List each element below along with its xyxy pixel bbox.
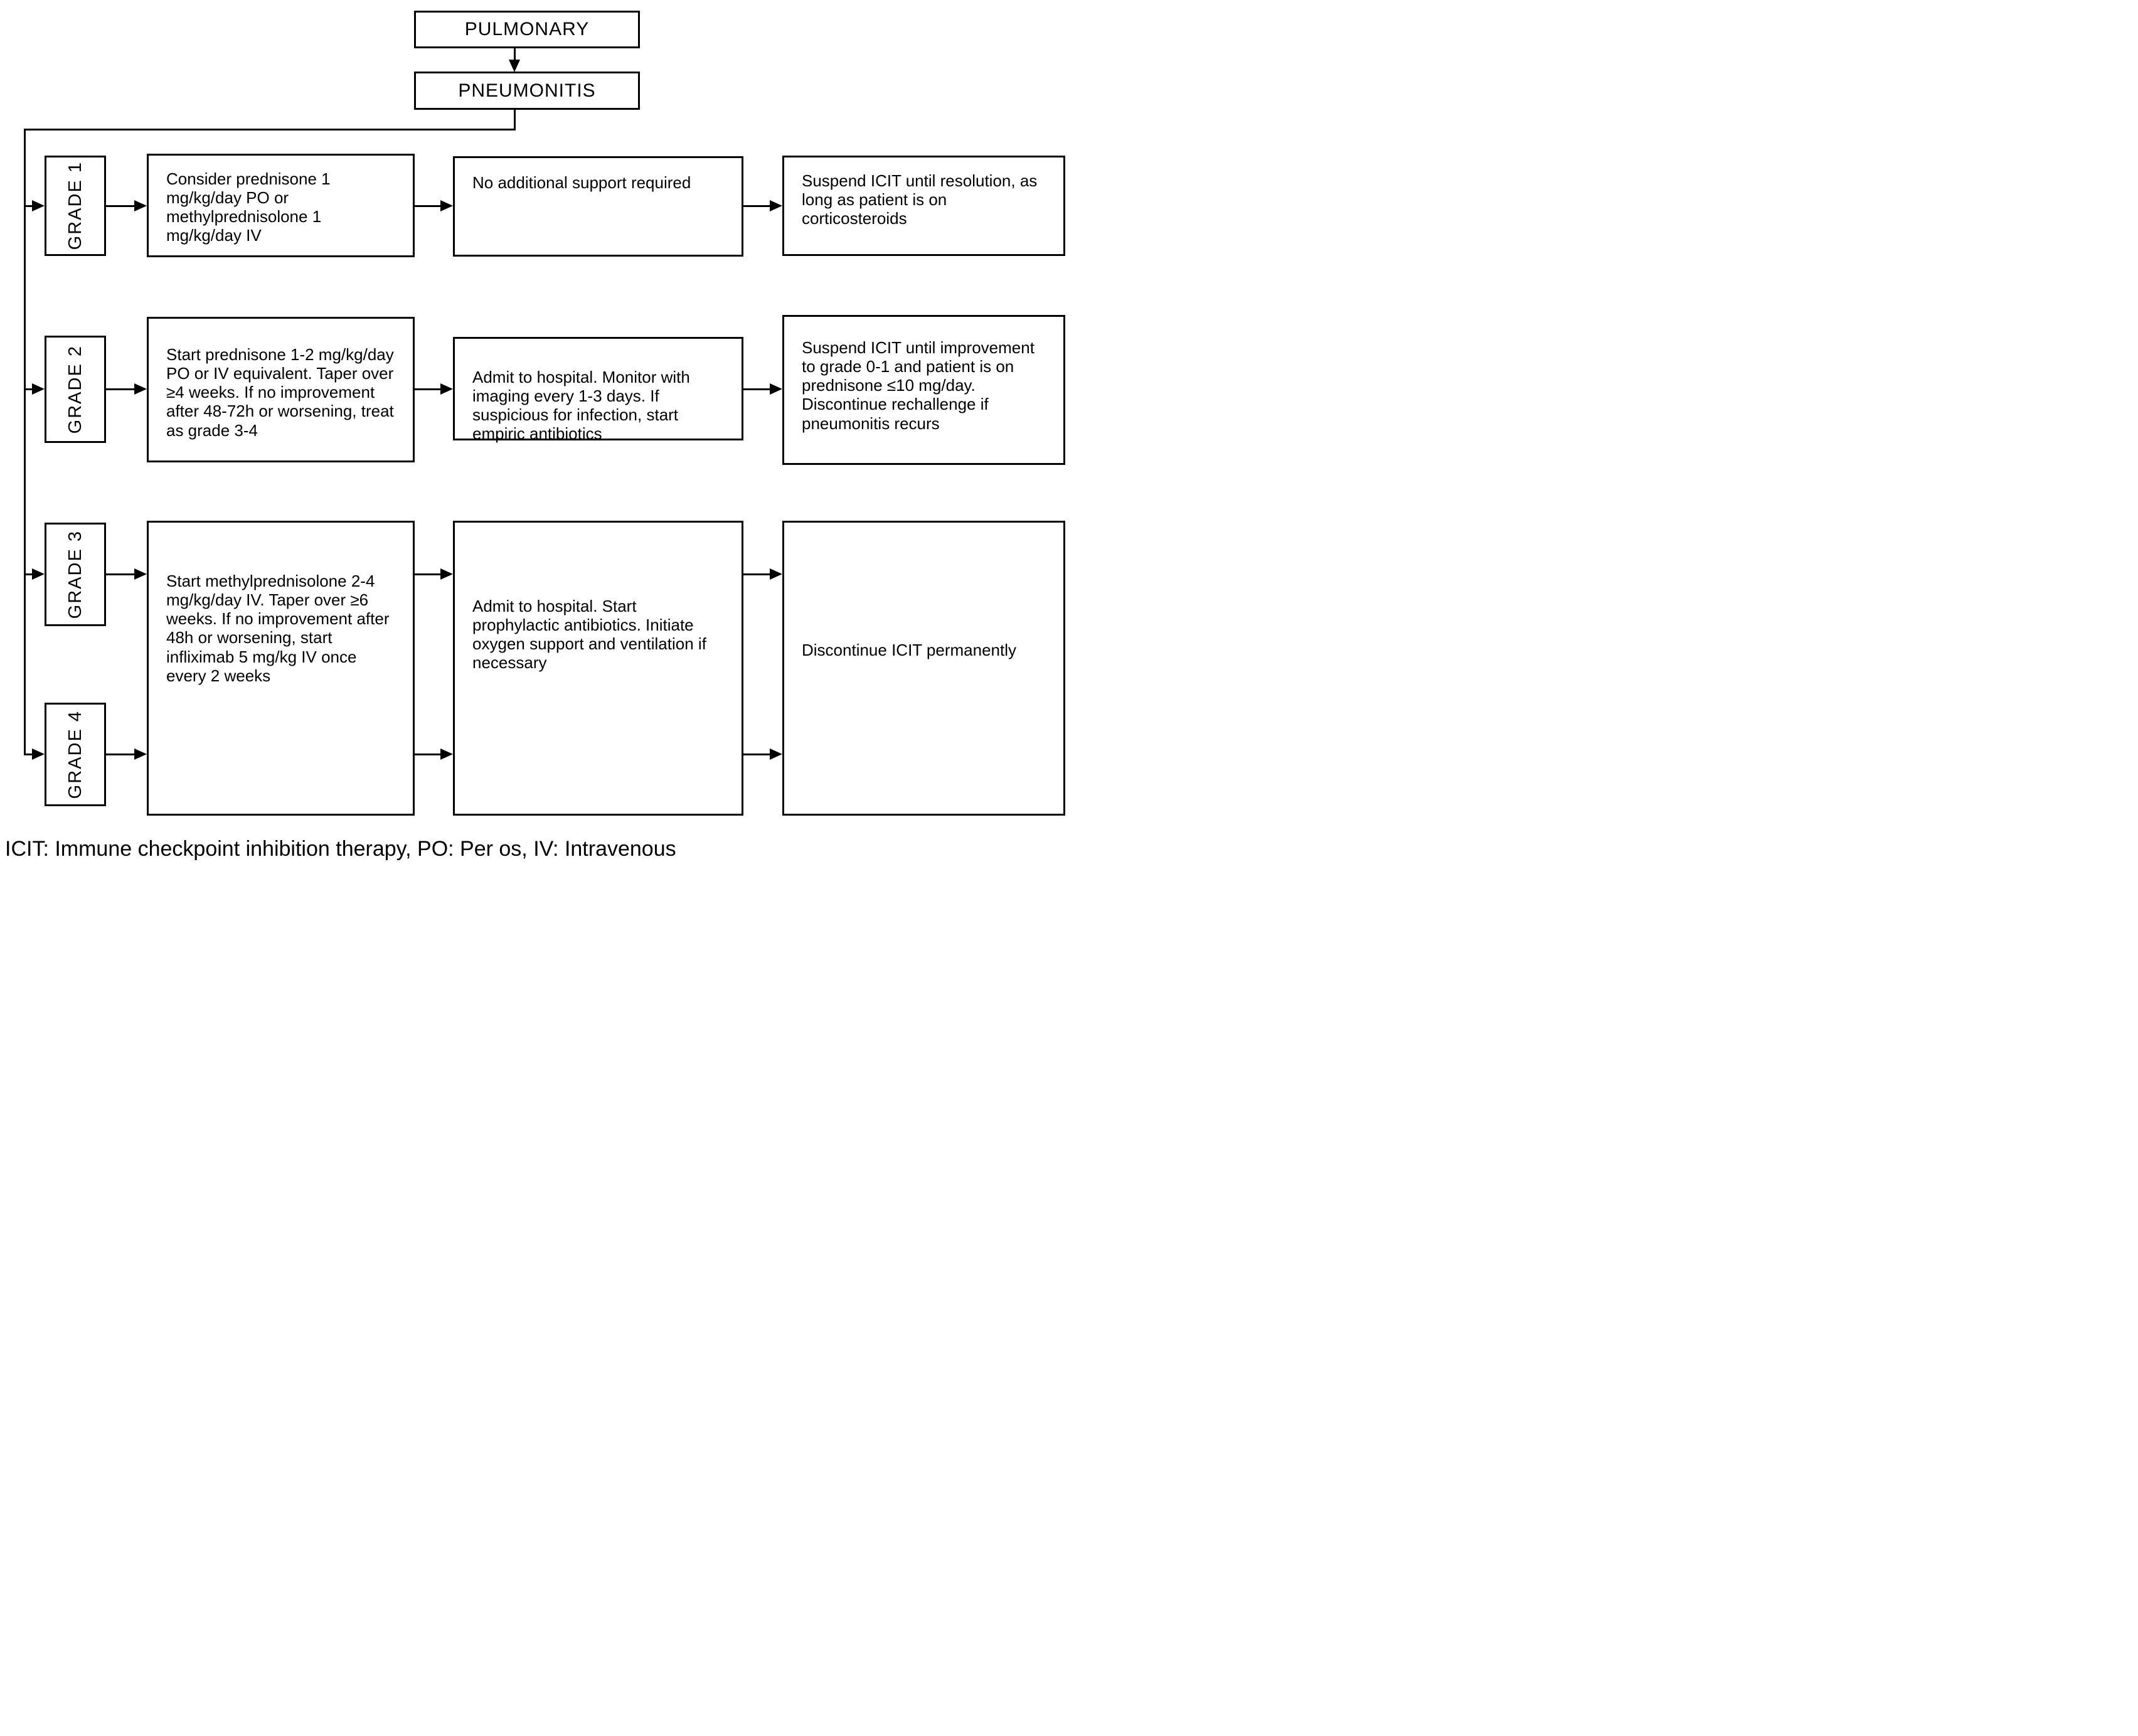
arrow-grade1-step1-to-step2 — [415, 205, 441, 207]
grade-2-label: GRADE 2 — [65, 344, 85, 434]
node-pneumonitis: PNEUMONITIS — [414, 72, 640, 110]
grade34-step3-text: Discontinue ICIT permanently — [802, 641, 1017, 659]
connector-elbow-horizontal — [24, 129, 516, 130]
arrowhead-right-icon — [134, 568, 147, 580]
grade34-step2-box: Admit to hospital. Start prophylactic an… — [453, 521, 743, 816]
arrow-grade4-step1-to-step2 — [415, 753, 441, 755]
arrowhead-right-icon — [440, 748, 453, 760]
pneumonitis-flowchart: PULMONARY PNEUMONITIS GRADE 1 GRADE 2 GR… — [0, 0, 1069, 868]
arrow-grade3-step2-to-step3 — [743, 573, 770, 575]
connector-left-spine — [24, 129, 26, 754]
arrowhead-right-icon — [32, 383, 45, 395]
grade1-step1-box: Consider prednisone 1 mg/kg/day PO or me… — [147, 154, 415, 257]
node-pulmonary-label: PULMONARY — [464, 19, 590, 40]
arrowhead-right-icon — [134, 748, 147, 760]
grade1-step2-box: No additional support required — [453, 156, 743, 257]
grade34-step1-text: Start methylprednisolone 2-4 mg/kg/day I… — [166, 572, 390, 685]
grade-1-label: GRADE 1 — [65, 161, 85, 250]
arrow-spine-to-grade3 — [24, 573, 33, 575]
grade2-step3-box: Suspend ICIT until improvement to grade … — [782, 315, 1065, 465]
grade34-step3-box: Discontinue ICIT permanently — [782, 521, 1065, 816]
grade2-step3-text: Suspend ICIT until improvement to grade … — [802, 338, 1034, 433]
arrow-grade2-step1-to-step2 — [415, 388, 441, 390]
arrowhead-right-icon — [32, 748, 45, 760]
arrow-grade1-step2-to-step3 — [743, 205, 770, 207]
grade-2-box: GRADE 2 — [45, 336, 106, 443]
arrowhead-down-icon — [509, 60, 520, 72]
arrow-grade3-to-step1 — [106, 573, 135, 575]
arrowhead-right-icon — [770, 748, 782, 760]
grade2-step1-box: Start prednisone 1-2 mg/kg/day PO or IV … — [147, 317, 415, 462]
arrowhead-right-icon — [440, 383, 453, 395]
grade2-step1-text: Start prednisone 1-2 mg/kg/day PO or IV … — [166, 345, 394, 440]
node-pulmonary: PULMONARY — [414, 11, 640, 48]
arrowhead-right-icon — [134, 200, 147, 211]
arrowhead-right-icon — [770, 568, 782, 580]
arrowhead-right-icon — [440, 200, 453, 211]
grade-3-label: GRADE 3 — [65, 530, 85, 619]
arrow-spine-to-grade2 — [24, 388, 33, 390]
grade2-step2-text: Admit to hospital. Monitor with imaging … — [472, 368, 690, 444]
arrow-grade4-to-step1 — [106, 753, 135, 755]
arrow-grade2-step2-to-step3 — [743, 388, 770, 390]
grade-3-box: GRADE 3 — [45, 523, 106, 626]
arrow-grade4-step2-to-step3 — [743, 753, 770, 755]
arrow-grade3-step1-to-step2 — [415, 573, 441, 575]
arrow-grade2-to-step1 — [106, 388, 135, 390]
arrowhead-right-icon — [770, 200, 782, 211]
arrow-grade1-to-step1 — [106, 205, 135, 207]
grade34-step1-box: Start methylprednisolone 2-4 mg/kg/day I… — [147, 521, 415, 816]
grade-1-box: GRADE 1 — [45, 156, 106, 256]
grade2-step2-box: Admit to hospital. Monitor with imaging … — [453, 337, 743, 444]
grade-4-label: GRADE 4 — [65, 710, 85, 799]
arrowhead-right-icon — [32, 200, 45, 211]
grade1-step3-text: Suspend ICIT until resolution, as long a… — [802, 171, 1038, 228]
arrowhead-right-icon — [770, 383, 782, 395]
grade1-step3-box: Suspend ICIT until resolution, as long a… — [782, 156, 1065, 256]
grade34-step2-text: Admit to hospital. Start prophylactic an… — [472, 597, 706, 673]
node-pneumonitis-label: PNEUMONITIS — [458, 80, 596, 101]
abbreviation-legend: ICIT: Immune checkpoint inhibition thera… — [5, 837, 676, 861]
grade1-step2-text: No additional support required — [472, 173, 691, 192]
arrowhead-right-icon — [440, 568, 453, 580]
arrowhead-right-icon — [134, 383, 147, 395]
connector-pneumonitis-drop — [514, 110, 516, 130]
connector-pulmonary-pneumonitis — [514, 48, 516, 60]
arrow-spine-to-grade1 — [24, 205, 33, 207]
arrow-spine-to-grade4 — [24, 753, 33, 755]
grade-4-box: GRADE 4 — [45, 703, 106, 806]
grade1-step1-text: Consider prednisone 1 mg/kg/day PO or me… — [166, 169, 331, 245]
arrowhead-right-icon — [32, 568, 45, 580]
